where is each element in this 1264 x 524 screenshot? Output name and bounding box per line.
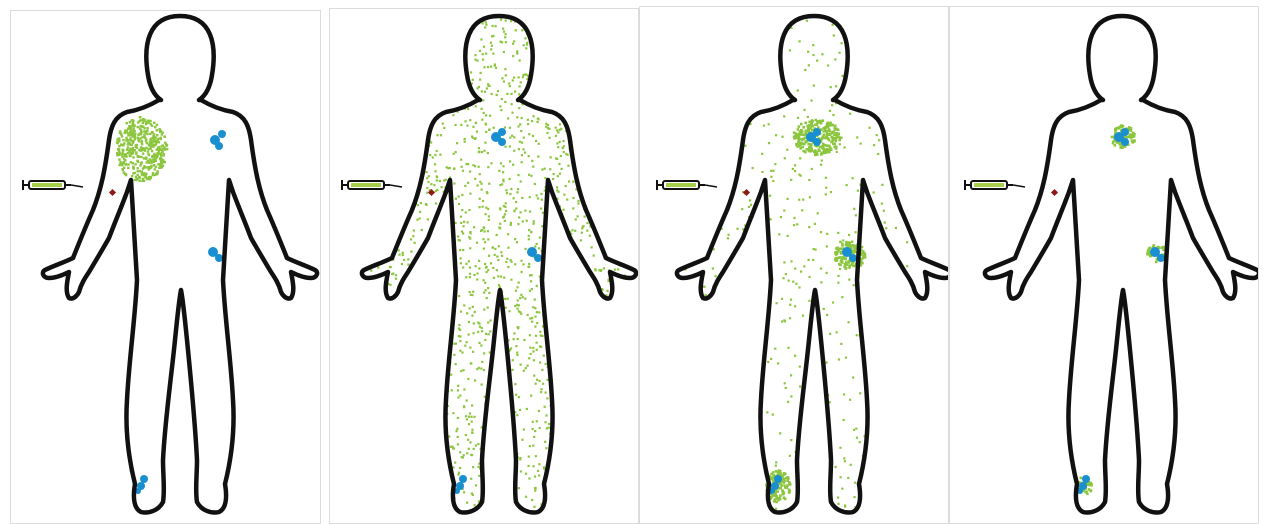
- syringe-icon: [965, 180, 1025, 190]
- panel-2: [329, 0, 639, 524]
- body-figure: [10, 0, 321, 524]
- panel-1: [10, 0, 321, 524]
- body-figure: [329, 0, 639, 524]
- syringe-icon: [657, 180, 717, 190]
- syringe-icon: [23, 180, 83, 190]
- body-figure: [639, 0, 949, 524]
- panel-3: [639, 0, 949, 524]
- panel-4: [949, 0, 1259, 524]
- body-figure: [949, 0, 1259, 524]
- syringe-icon: [342, 180, 402, 190]
